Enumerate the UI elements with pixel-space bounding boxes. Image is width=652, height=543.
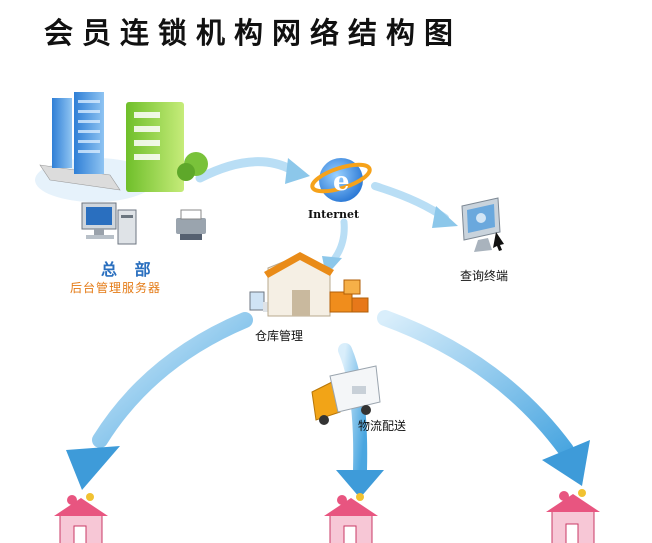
- arrow-internet-to-query: [371, 182, 458, 228]
- delivery-truck-icon: [311, 365, 381, 425]
- warehouse-icon: [249, 252, 369, 317]
- query-terminal-label: 查询终端: [460, 269, 509, 283]
- arrow-warehouse-to-right-store: [377, 310, 590, 486]
- svg-text:e: e: [333, 167, 350, 197]
- internet-explorer-icon: e: [310, 158, 372, 202]
- diagram-title: 会员连锁机构网络结构图: [44, 16, 463, 50]
- logistics-label: 物流配送: [358, 419, 407, 433]
- store-icon-right: [546, 489, 600, 543]
- hq-title-label: 总 部: [101, 260, 157, 279]
- hq-computer-icon: [81, 202, 137, 245]
- internet-label: Internet: [308, 208, 360, 221]
- query-terminal-icon: [461, 197, 504, 252]
- store-icon-left: [54, 493, 108, 543]
- package-boxes: [329, 279, 369, 313]
- printer-icon: [176, 209, 206, 240]
- arrow-warehouse-to-left-store: [66, 312, 253, 490]
- store-icon-center: [324, 493, 378, 543]
- hq-subtitle-label: 后台管理服务器: [70, 281, 162, 295]
- hq-building-icon: [35, 92, 208, 202]
- warehouse-label: 仓库管理: [255, 329, 304, 343]
- arrow-hq-to-internet: [195, 157, 310, 184]
